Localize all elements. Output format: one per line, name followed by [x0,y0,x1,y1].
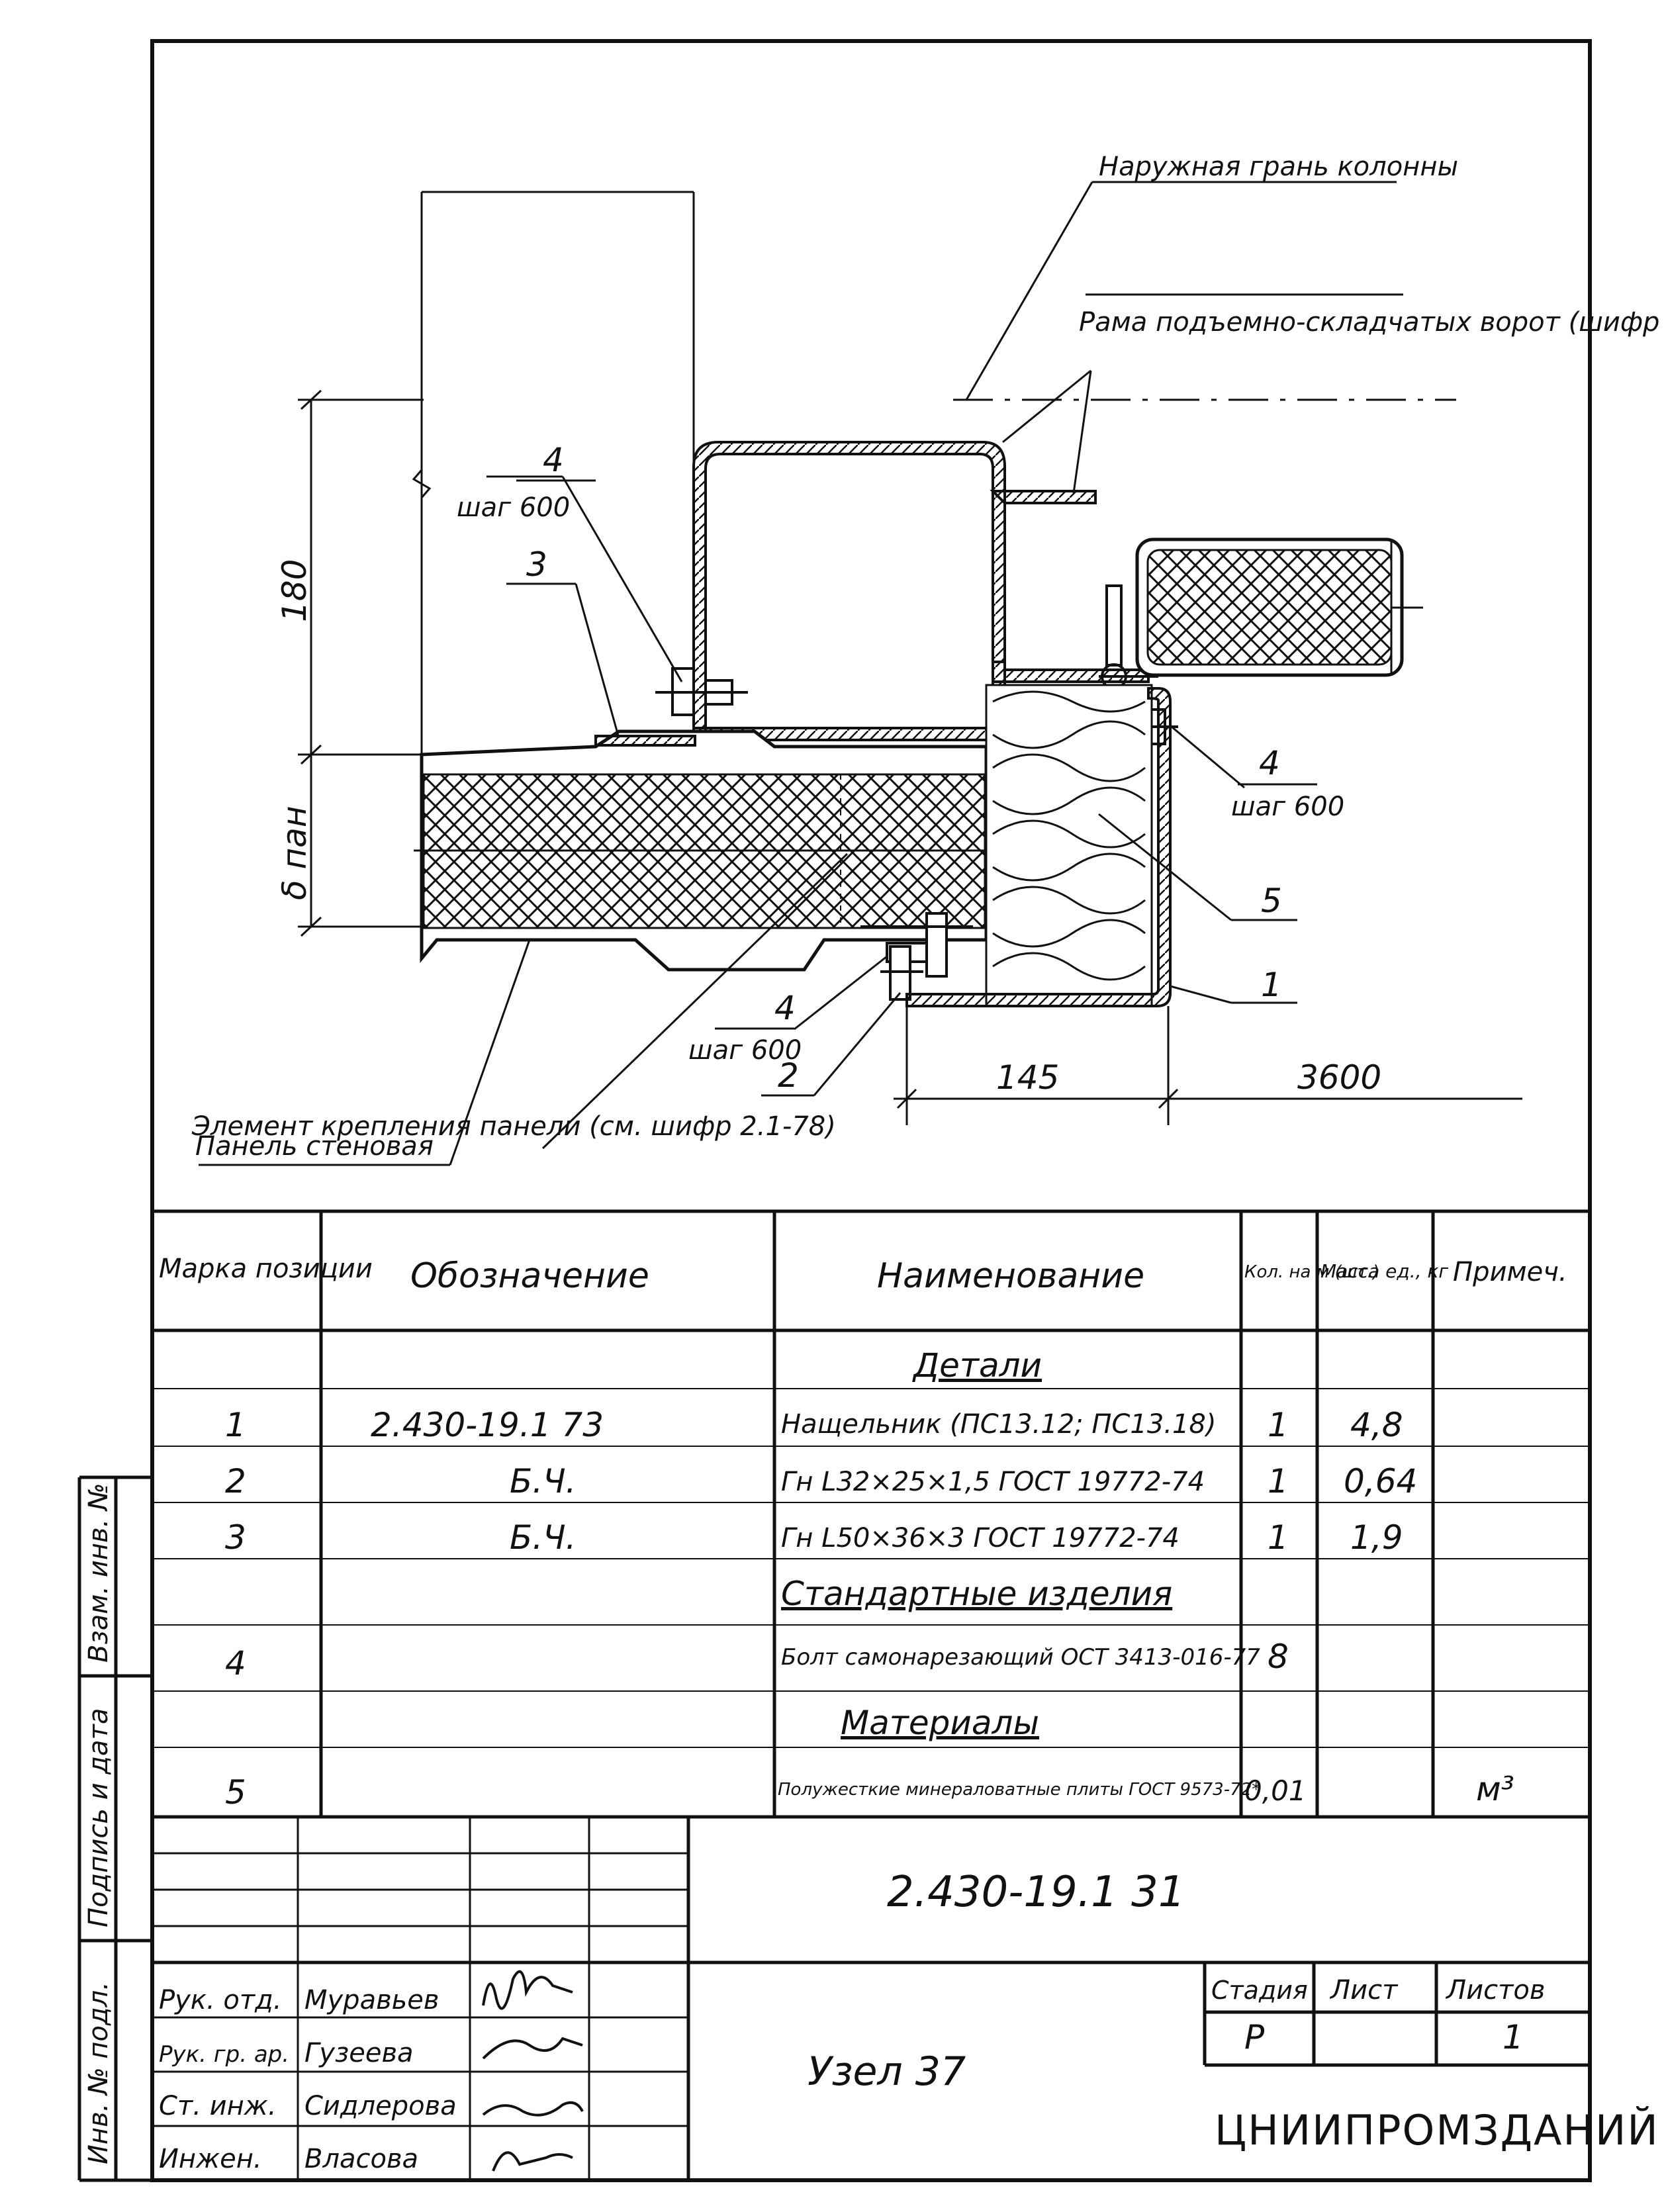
wall-panel [414,729,988,972]
callout-pos3: 3 [526,545,547,584]
hinge [1099,584,1158,690]
label-outer-face: Наружная грань колонны [1099,152,1458,182]
table-row: 3 Б.Ч. Гн L50×36×3 ГОСТ 19772-74 1 1,9 [225,1518,1403,1557]
row4-name: Болт самонарезающий ОСТ 3413-016-77 [781,1644,1260,1671]
row2-qty: 1 [1268,1462,1289,1500]
side-strip [77,1475,152,2182]
signature-marks [482,1970,584,2172]
row5-qty: 0,01 [1244,1774,1307,1807]
doc-title: Узел 37 [808,2049,966,2095]
row5-note: м³ [1476,1770,1514,1808]
callout-pos4-right: 4 [1259,744,1280,782]
signer-name: Власова [304,2144,418,2174]
dim-180: 180 [275,559,314,622]
signer-role: Инжен. [159,2144,262,2174]
label-panel: Панель стеновая [195,1131,434,1162]
row1-designation: 2.430-19.1 73 [371,1406,604,1444]
callout-pos4-bottom-step: шаг 600 [688,1035,802,1066]
row1-qty: 1 [1268,1406,1289,1444]
row4-qty: 8 [1268,1637,1289,1676]
signer-name: Муравьев [304,1985,439,2015]
th-designation: Обозначение [410,1256,649,1296]
door-panel [1135,537,1423,677]
stage-value: Р [1244,2018,1265,2056]
section-standard: Стандартные изделия [781,1575,1172,1613]
callout-pos4-bottom: 4 [774,989,796,1027]
th-name: Наименование [877,1256,1144,1296]
callout-pos2: 2 [778,1056,799,1095]
row3-mass: 1,9 [1350,1518,1403,1557]
th-mass: Масса ед., кг [1320,1260,1448,1282]
doc-code: 2.430-19.1 31 [887,1868,1185,1917]
dim-dpan: δ пан [275,806,314,900]
row5-name: Полужесткие минераловатные плиты ГОСТ 95… [778,1780,1260,1800]
signer-role: Рук. отд. [159,1985,282,2015]
th-mark: Марка позиции [159,1254,373,1284]
leaders [199,293,1403,1166]
callout-pos1: 1 [1261,966,1282,1004]
table-row: 5 Полужесткие минераловатные плиты ГОСТ … [225,1770,1514,1812]
outer-face-leader [965,181,1093,400]
row3-designation: Б.Ч. [510,1518,576,1557]
callout-pos5: 5 [1261,882,1282,920]
spec-table-grid [152,1209,1590,1819]
angle-pos3 [594,735,696,747]
insulation-block [985,684,1153,1007]
sheets-label: Листов [1445,1975,1545,2005]
row1-name: Нащельник (ПС13.12; ПС13.18) [781,1409,1216,1440]
org-name: ЦНИИПРОМЗДАНИЙ [1215,2106,1659,2154]
dim-3600: 3600 [1297,1058,1381,1097]
table-row: 4 Болт самонарезающий ОСТ 3413-016-77 8 [225,1637,1289,1682]
th-note: Примеч. [1453,1257,1567,1287]
frame-z-profile [990,490,1150,683]
sheet-frame [150,39,1592,2182]
signer-role: Рук. гр. ар. [159,2041,289,2068]
callout-pos4-top-step: шаг 600 [457,492,570,523]
section-materials: Материалы [841,1704,1039,1742]
dim-145: 145 [996,1058,1059,1097]
signer-role: Ст. инж. [159,2091,277,2121]
cover-strip-pos1 [905,687,1172,1007]
label-frame: Рама подъемно-складчатых ворот (шифр Л-4… [1079,307,1666,338]
callout-pos4-right-step: шаг 600 [1231,792,1344,822]
bolt-bottom-2 [880,945,923,1001]
node-drawing: 180 δ пан 145 3600 [191,152,1666,1166]
side-vzam-label: Взам. инв. № [83,1483,114,1663]
stage-label: Стадия [1211,1976,1308,2005]
row5-mark: 5 [225,1773,246,1812]
title-block-grid [152,1817,1590,2180]
row3-qty: 1 [1268,1518,1289,1557]
row2-designation: Б.Ч. [510,1462,576,1500]
signer-name: Гузеева [304,2038,414,2068]
row3-mark: 3 [225,1518,246,1557]
row4-mark: 4 [225,1644,246,1682]
table-row: 2 Б.Ч. Гн L32×25×1,5 ГОСТ 19772-74 1 0,6… [225,1462,1417,1500]
sheets-value: 1 [1503,2018,1524,2056]
dimensions [298,389,1522,1125]
sheet-label: Лист [1329,1975,1399,2005]
side-podpis-label: Подпись и дата [83,1708,114,1927]
frame-tube [692,441,1006,741]
side-inv-podl-label: Инв. № подл. [83,1982,114,2164]
row3-name: Гн L50×36×3 ГОСТ 19772-74 [781,1523,1180,1553]
row1-mark: 1 [225,1406,246,1444]
th-qty: Кол. на м (шт.) [1244,1262,1379,1282]
callout-pos4-top: 4 [543,441,564,479]
bolt-top [655,667,748,716]
row1-mass: 4,8 [1350,1406,1403,1444]
signer-name: Сидлерова [304,2091,457,2121]
table-row: 1 2.430-19.1 73 Нащельник (ПС13.12; ПС13… [225,1406,1403,1444]
section-details: Детали [912,1346,1042,1385]
row2-name: Гн L32×25×1,5 ГОСТ 19772-74 [781,1467,1205,1497]
row2-mass: 0,64 [1344,1462,1417,1500]
row2-mark: 2 [225,1462,246,1500]
label-fastener: Элемент крепления панели (см. шифр 2.1-7… [191,1111,836,1142]
